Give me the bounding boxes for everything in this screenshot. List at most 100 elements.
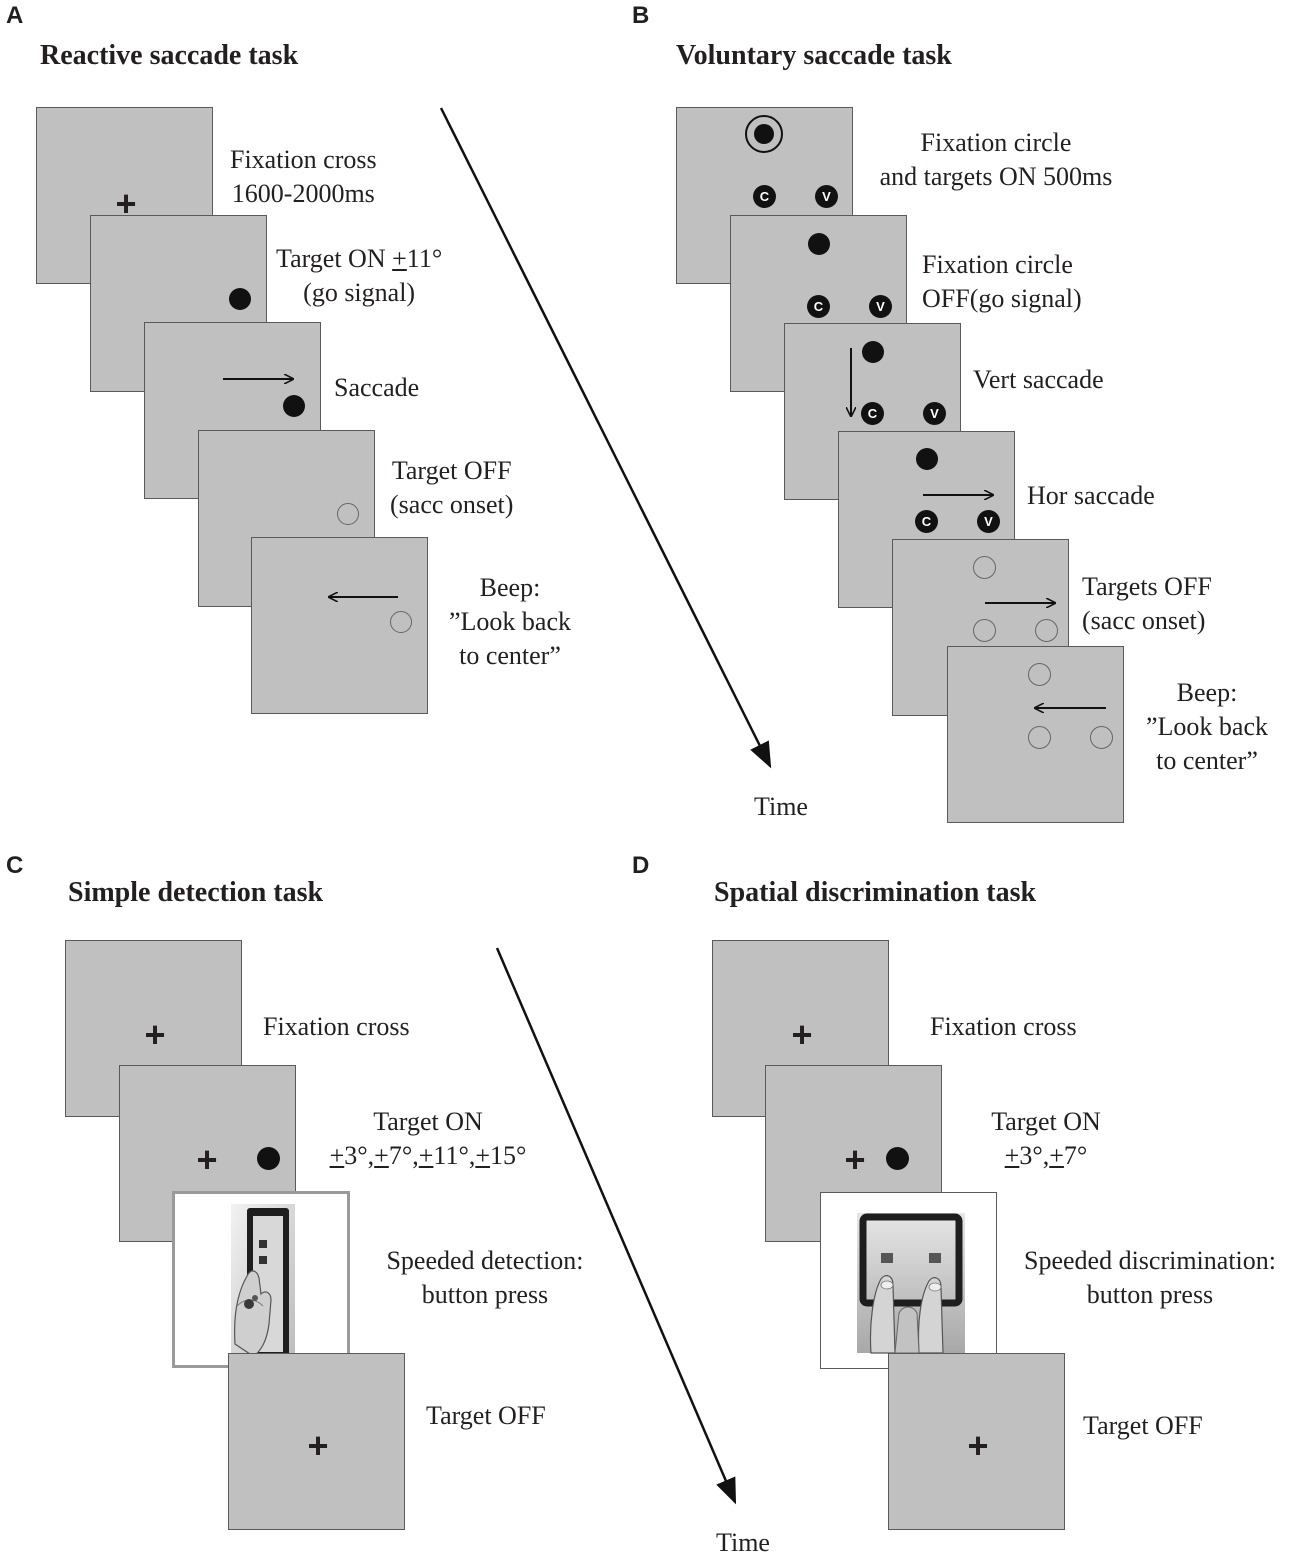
label-line: Speeded detection: — [386, 1246, 584, 1275]
label-line: Fixation cross — [230, 145, 377, 174]
label-b-go: Fixation circle OFF(go signal) — [922, 248, 1082, 316]
time-axis-label-bottom: Time — [716, 1528, 770, 1557]
frame-c-target-off: + — [228, 1353, 405, 1530]
label-c-fixation: Fixation cross — [263, 1010, 410, 1044]
target-v-off-ring-icon — [1090, 726, 1113, 749]
label-line: Fixation cross — [930, 1012, 1077, 1041]
plus-minus-symbol: + — [392, 244, 407, 273]
panel-letter-c: C — [6, 852, 24, 879]
label-b-beep: Beep: ”Look back to center” — [1134, 676, 1280, 778]
label-line: (go signal) — [303, 278, 416, 307]
label-line: Fixation circle — [922, 250, 1073, 279]
target-v-badge: V — [977, 510, 1000, 533]
label-a-beep: Beep: ”Look back to center” — [438, 571, 582, 673]
target-dot-icon — [257, 1147, 280, 1170]
panel-letter-b: B — [632, 2, 650, 29]
label-b-targets-off: Targets OFF (sacc onset) — [1082, 570, 1212, 638]
fixation-cross-icon: + — [307, 1425, 329, 1466]
label-c-button-press: Speeded detection: button press — [370, 1244, 600, 1312]
panel-title-d: Spatial discrimination task — [714, 877, 1037, 908]
panel-title-b: Voluntary saccade task — [676, 40, 952, 71]
label-line: Target OFF — [426, 1401, 546, 1430]
hand-button-press-icon — [231, 1204, 295, 1357]
target-c-off-ring-icon — [1028, 726, 1051, 749]
label-a-target-off: Target OFF (sacc onset) — [390, 454, 513, 522]
label-line: (sacc onset) — [1082, 606, 1206, 635]
label-c-target-on: Target ON +3°,+7°,+11°,+15° — [313, 1105, 543, 1173]
label-line: Fixation circle — [920, 128, 1072, 157]
frame-d-target-off: + — [888, 1353, 1065, 1530]
fixation-cross-icon: + — [196, 1139, 218, 1180]
target-c-badge: C — [807, 295, 830, 318]
label-line: Hor saccade — [1027, 481, 1155, 510]
label-line: Targets OFF — [1082, 572, 1212, 601]
label-text: 7°, — [388, 1141, 419, 1170]
label-line: ”Look back — [448, 607, 571, 636]
label-line: Vert saccade — [973, 365, 1104, 394]
label-line: Beep: — [479, 573, 541, 602]
label-c-target-off: Target OFF — [426, 1399, 546, 1433]
label-line: Target ON — [373, 1107, 483, 1136]
label-text: 3°, — [1019, 1141, 1050, 1170]
fixation-cross-icon: + — [844, 1139, 866, 1180]
label-text: 11° — [406, 244, 443, 273]
label-a-saccade: Saccade — [334, 371, 419, 405]
target-v-off-ring-icon — [1035, 619, 1058, 642]
label-d-button-press: Speeded discrimination: button press — [1004, 1244, 1296, 1312]
fixation-cross-icon: + — [967, 1425, 989, 1466]
fixation-dot-icon — [916, 448, 938, 470]
label-b-fixation: Fixation circle and targets ON 500ms — [862, 126, 1130, 194]
label-line: 1600-2000ms — [231, 179, 375, 208]
label-line: Target ON — [991, 1107, 1101, 1136]
label-text: Target ON — [276, 244, 393, 273]
target-off-ring-icon — [390, 611, 412, 633]
target-off-ring-icon — [337, 503, 359, 525]
fixation-cross-icon: + — [144, 1014, 166, 1055]
label-line: +3°,+7°,+11°,+15° — [313, 1139, 543, 1173]
target-dot-icon — [229, 288, 251, 310]
fixation-off-ring-icon — [973, 556, 996, 579]
panel-letter-d: D — [632, 852, 650, 879]
plus-minus-symbol: + — [475, 1141, 491, 1170]
label-line: and targets ON 500ms — [879, 162, 1113, 191]
label-line: Target OFF — [1083, 1411, 1203, 1440]
fingers-button-press-icon — [857, 1213, 965, 1354]
label-d-fixation: Fixation cross — [930, 1010, 1077, 1044]
target-v-badge: V — [923, 402, 946, 425]
fixation-dot-icon — [862, 341, 884, 363]
label-line: to center” — [1156, 746, 1258, 775]
plus-minus-symbol: + — [1049, 1141, 1064, 1170]
label-text: 15° — [490, 1141, 527, 1170]
panel-title-a: Reactive saccade task — [40, 40, 299, 71]
label-text: 11°, — [433, 1141, 476, 1170]
target-dot-icon — [886, 1147, 909, 1170]
plus-minus-symbol: + — [418, 1141, 434, 1170]
label-line: +3°,+7° — [968, 1139, 1124, 1173]
label-line: Fixation cross — [263, 1012, 410, 1041]
frame-c-button-press — [172, 1191, 350, 1368]
label-line: Saccade — [334, 373, 420, 402]
label-line: button press — [1086, 1280, 1214, 1309]
label-d-target-on: Target ON +3°,+7° — [968, 1105, 1124, 1173]
label-line: button press — [421, 1280, 549, 1309]
label-line: ”Look back — [1145, 712, 1268, 741]
plus-minus-symbol: + — [374, 1141, 389, 1170]
label-line: (sacc onset) — [390, 490, 514, 519]
label-line: Target ON +11° — [276, 242, 442, 276]
label-line: Target OFF — [391, 456, 512, 485]
target-dot-icon — [283, 395, 305, 417]
label-text: 7° — [1063, 1141, 1088, 1170]
target-c-badge: C — [753, 185, 776, 208]
fixation-off-ring-icon — [1028, 663, 1051, 686]
plus-minus-symbol: + — [1004, 1141, 1020, 1170]
label-a-fixation: Fixation cross 1600-2000ms — [230, 143, 377, 211]
fixation-cross-icon: + — [791, 1014, 813, 1055]
label-line: Speeded discrimination: — [1023, 1246, 1276, 1275]
label-b-vert: Vert saccade — [973, 363, 1104, 397]
fixation-dot-icon — [754, 124, 774, 144]
frame-b-beep — [947, 646, 1124, 823]
label-line: OFF(go signal) — [922, 284, 1082, 313]
panel-title-c: Simple detection task — [68, 877, 324, 908]
frame-d-button-press — [820, 1192, 997, 1369]
fixation-cross-icon: + — [115, 183, 137, 224]
